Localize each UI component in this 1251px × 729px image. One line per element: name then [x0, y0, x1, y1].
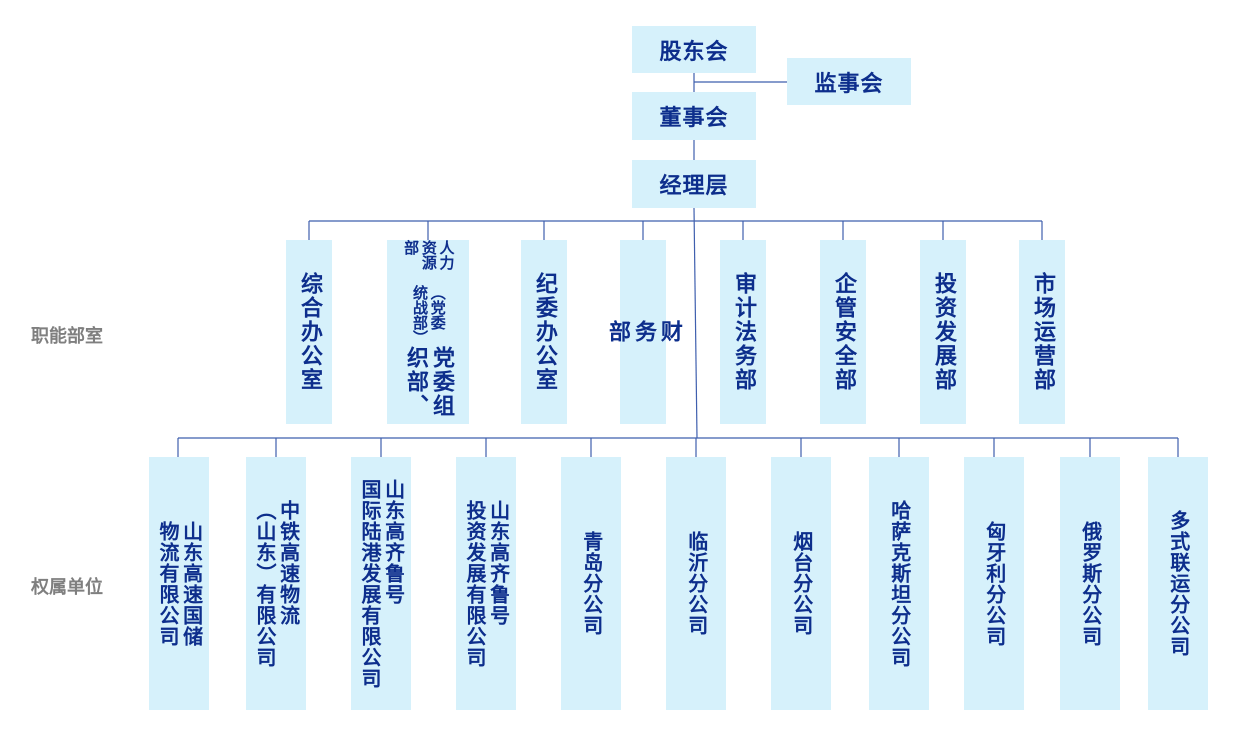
unit-box: 中铁高速物流 （山东）有限公司: [246, 457, 306, 710]
supervisors-box: 监事会: [787, 58, 911, 105]
department-box: 审计法务部: [720, 240, 766, 424]
unit-box: 临沂分公司: [666, 457, 726, 710]
unit-box: 山东高速国储 物流有限公司: [149, 457, 209, 710]
management-label: 经理层: [659, 174, 729, 199]
department-name-line: 人力资源部: [402, 240, 456, 271]
department-box: 投资发展部: [920, 240, 966, 424]
unit-box: 烟台分公司: [771, 457, 831, 710]
shareholders-label: 股东会: [659, 39, 729, 65]
management-box: 经理层: [632, 160, 756, 208]
department-box: 综合办公室: [286, 240, 332, 424]
board-box: 董事会: [632, 92, 756, 140]
department-box: 纪委办公室: [521, 240, 567, 424]
shareholders-box: 股东会: [632, 26, 756, 73]
department-name-line: （党委统战部）: [411, 284, 447, 345]
unit-box: 匈牙利分公司: [964, 457, 1024, 710]
units-row-label: 权属单位: [31, 577, 103, 598]
unit-box: 多式联运分公司: [1148, 457, 1208, 710]
department-box: 企管安全部: [820, 240, 866, 424]
trunk-management-units: [693, 207, 698, 439]
board-label: 董事会: [659, 106, 729, 131]
department-box: 市场运营部: [1019, 240, 1065, 424]
unit-box: 俄罗斯分公司: [1060, 457, 1120, 710]
supervisors-label: 监事会: [814, 71, 884, 97]
department-box: 财 务 部: [605, 240, 682, 424]
department-name-line: 党委组织部、: [403, 345, 454, 418]
unit-box: 哈萨克斯坦分公司: [869, 457, 929, 710]
departments-row-label: 职能部室: [31, 326, 103, 347]
unit-box: 山东高齐鲁号 投资发展有限公司: [456, 457, 516, 710]
department-box: 党委组织部、 （党委统战部） 人力资源部: [387, 240, 469, 424]
unit-box: 青岛分公司: [561, 457, 621, 710]
unit-box: 山东高齐鲁号 国际陆港发展有限公司: [351, 457, 411, 710]
